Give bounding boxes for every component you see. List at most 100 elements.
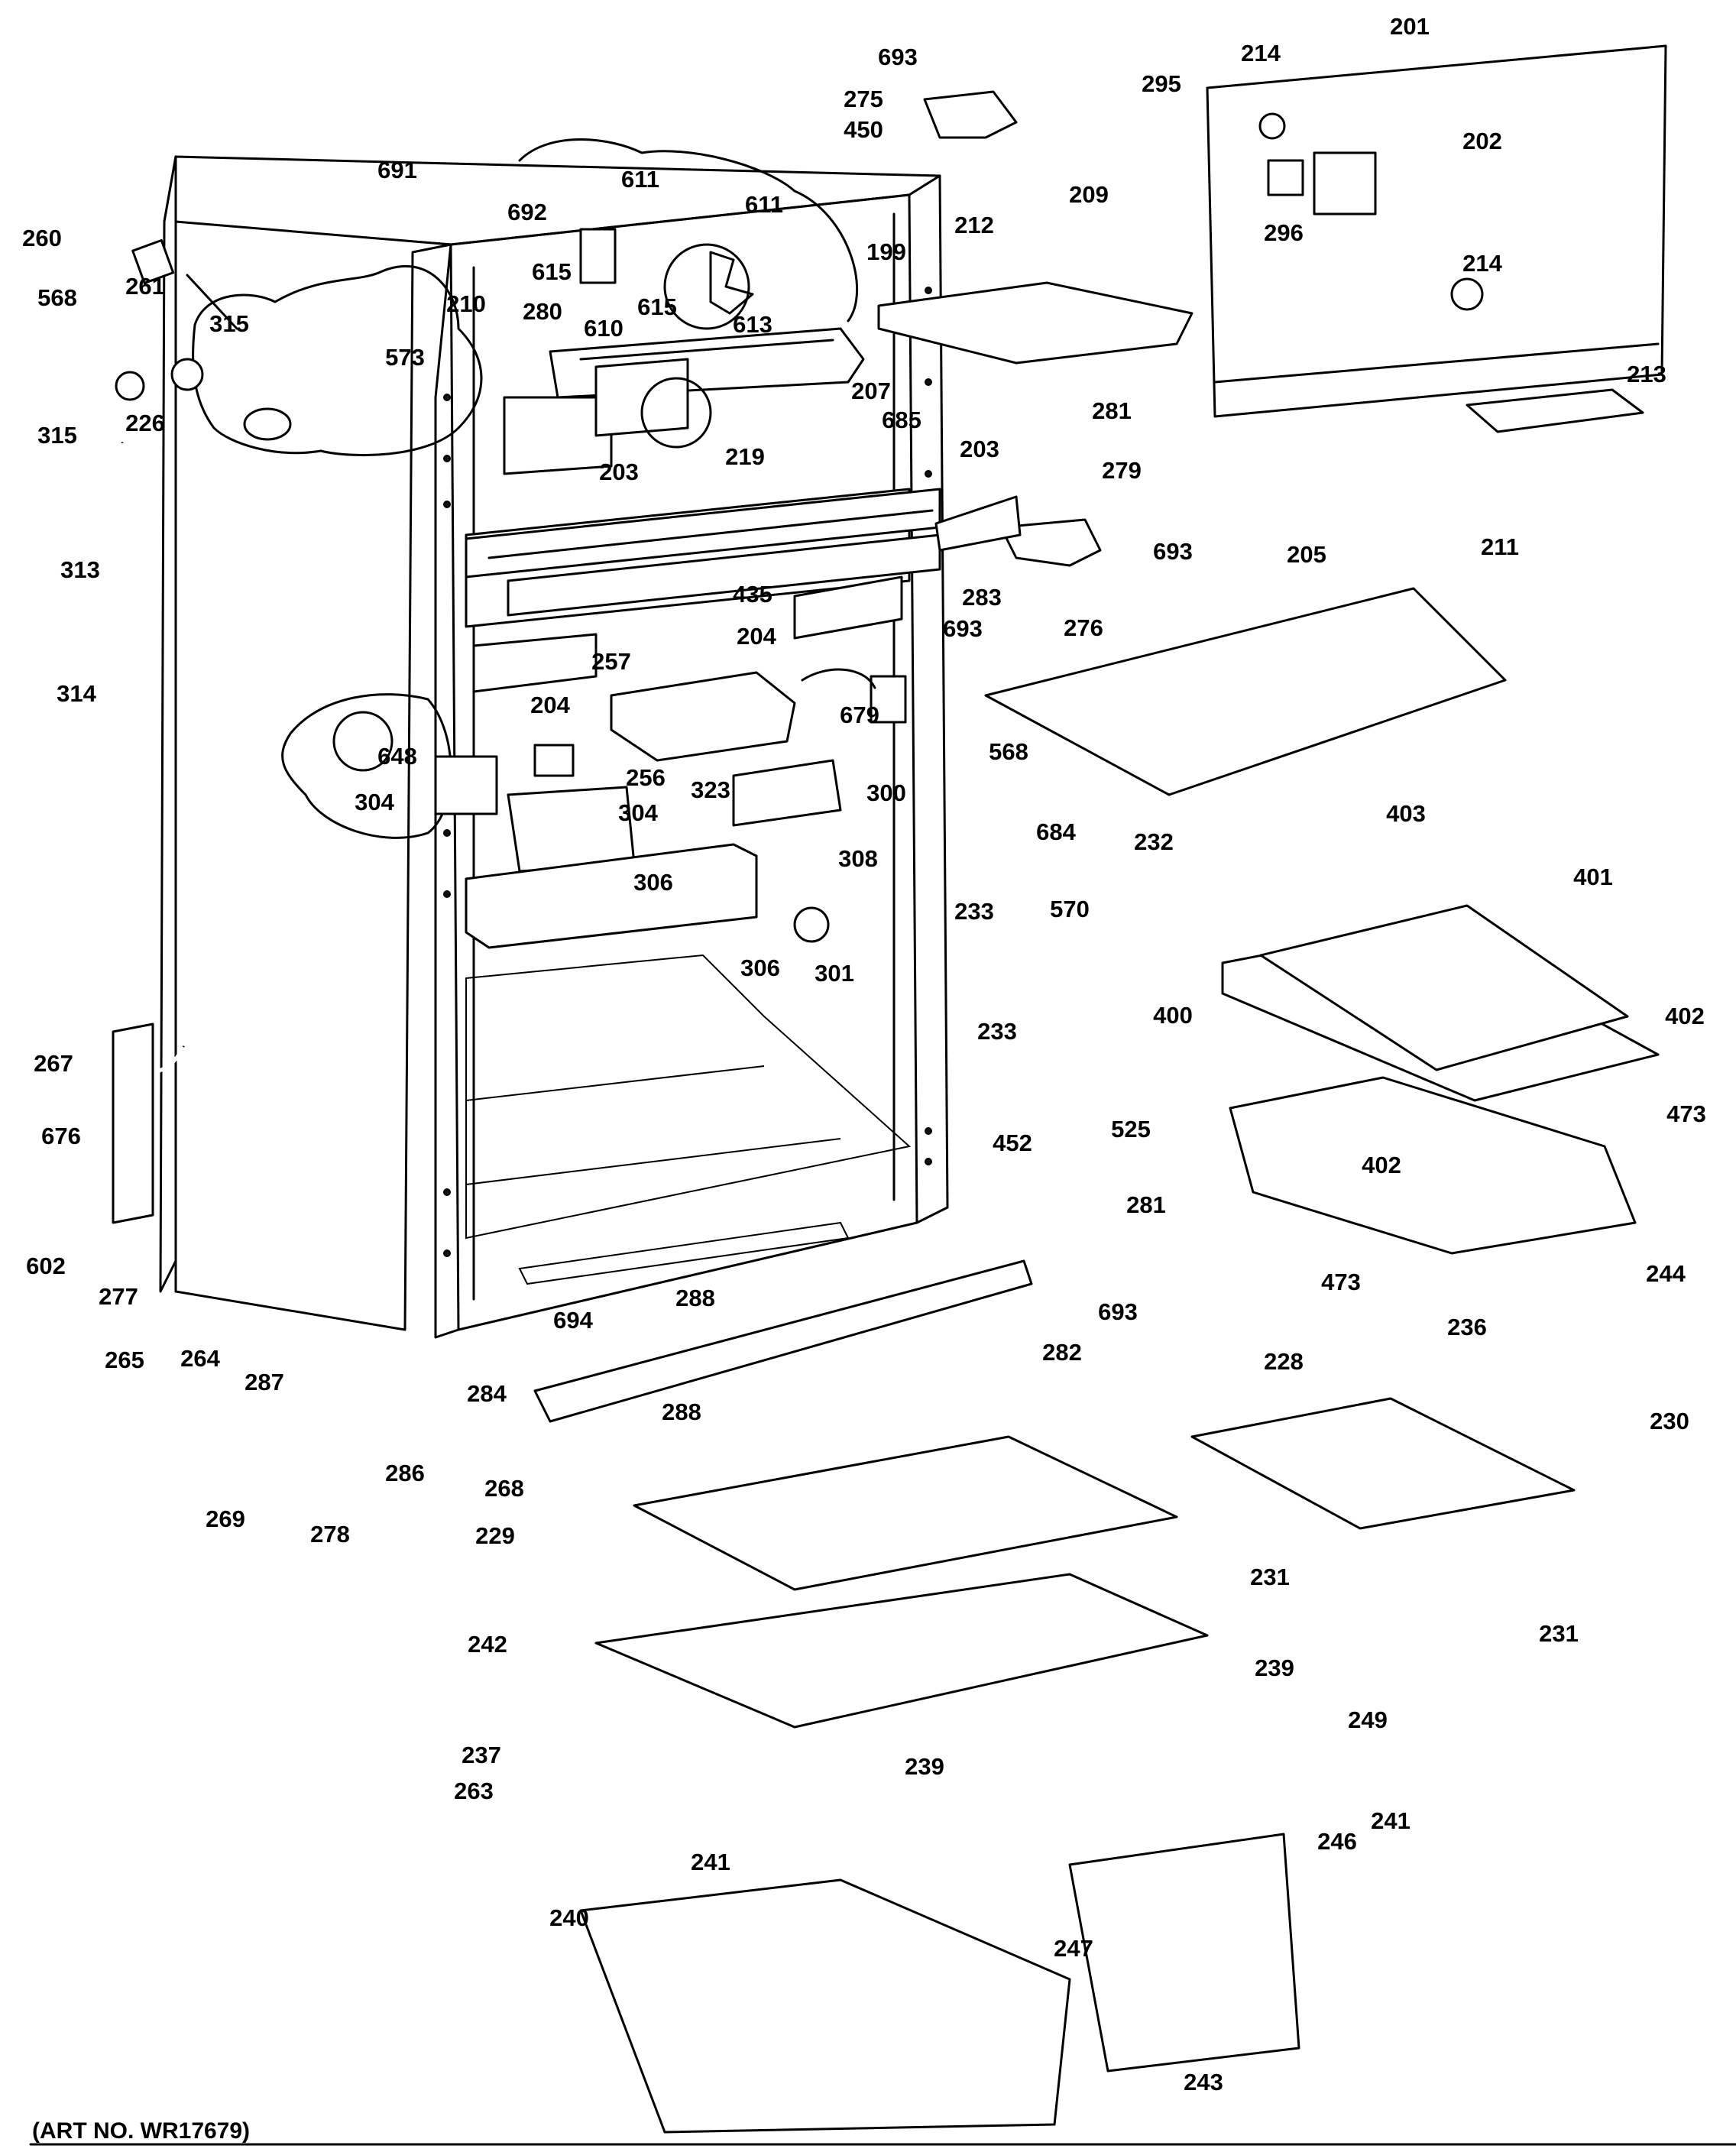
callout-label: 693 <box>1153 538 1193 565</box>
callout-label: 693 <box>1098 1298 1138 1325</box>
cabinet-body <box>159 155 949 1339</box>
callout-label: 276 <box>1064 614 1103 641</box>
callout-label: 268 <box>484 1475 524 1502</box>
callout-label: 679 <box>840 702 879 728</box>
bracket-204-left <box>472 633 598 693</box>
callout-label: 261 <box>125 273 165 300</box>
back-panel-piece <box>112 1023 154 1224</box>
callout-label: 201 <box>1390 13 1430 40</box>
callout-label: 308 <box>838 845 878 872</box>
callout-label: 648 <box>377 743 417 770</box>
callout-label: 313 <box>60 556 100 583</box>
callout-label: 267 <box>34 1050 73 1077</box>
callout-label: 691 <box>377 157 417 183</box>
cover-306 <box>465 843 758 949</box>
callout-label: 610 <box>584 315 623 342</box>
callout-label: 301 <box>815 960 854 987</box>
callout-label: 315 <box>209 310 249 337</box>
left-side-hardware <box>115 238 292 441</box>
callout-label: 692 <box>507 199 547 225</box>
callout-label: 573 <box>385 344 425 371</box>
callout-label: 402 <box>1362 1152 1401 1178</box>
callout-label: 306 <box>633 869 673 896</box>
callout-label: 241 <box>691 1849 730 1875</box>
callout-label: 236 <box>1447 1314 1487 1340</box>
callout-label: 212 <box>954 212 994 238</box>
callout-label: 450 <box>844 116 883 143</box>
callout-label: 275 <box>844 86 883 112</box>
callout-label: 214 <box>1241 40 1281 66</box>
callout-label: 287 <box>245 1369 284 1395</box>
callout-label: 257 <box>591 648 631 675</box>
callout-label: 402 <box>1665 1003 1705 1029</box>
callout-label: 213 <box>1627 361 1666 387</box>
defrost-timer-outline <box>281 693 452 839</box>
callout-label: 240 <box>549 1904 589 1931</box>
callout-label: 278 <box>310 1521 350 1548</box>
callout-label: 288 <box>675 1285 715 1311</box>
callout-label: 203 <box>599 459 639 485</box>
callout-label: 304 <box>618 799 658 826</box>
freezer-door-liner <box>1206 44 1667 418</box>
callout-label: 203 <box>960 436 999 462</box>
callout-label: 615 <box>532 258 572 285</box>
shelf-229 <box>633 1435 1178 1591</box>
callout-label: 306 <box>740 954 780 981</box>
callout-label: 693 <box>878 44 918 70</box>
callout-label: 211 <box>1481 533 1519 560</box>
callout-label: 199 <box>866 238 906 265</box>
hinge-276 <box>999 518 1102 567</box>
crisper-pan-240 <box>579 1878 1071 2134</box>
callout-label: 230 <box>1650 1408 1689 1434</box>
callout-label: 239 <box>905 1753 944 1780</box>
crisper-pan-243 <box>1068 1833 1300 2073</box>
callout-label: 615 <box>637 293 677 320</box>
callout-label: 229 <box>475 1522 515 1549</box>
frame-holes <box>443 287 932 1257</box>
glass-401 <box>1259 904 1629 1071</box>
callout-label: 237 <box>462 1742 501 1768</box>
callout-label: 676 <box>41 1123 81 1149</box>
cutaway-outline-top <box>518 138 859 322</box>
callout-label: 232 <box>1134 828 1174 855</box>
callout-label: 613 <box>733 311 772 338</box>
callout-label: 263 <box>454 1778 494 1804</box>
callout-label: 269 <box>206 1505 245 1532</box>
callout-label: 304 <box>355 789 394 815</box>
ice-tray <box>1466 388 1644 433</box>
drawer-236 <box>1229 1076 1637 1255</box>
callout-label: 401 <box>1573 864 1613 890</box>
freezer-shelf <box>877 281 1194 365</box>
kickplate-288 <box>533 1259 1033 1423</box>
callout-label: 473 <box>1666 1100 1706 1127</box>
callout-label: 265 <box>105 1347 144 1373</box>
callout-label: 246 <box>1317 1828 1357 1855</box>
callout-label: 210 <box>446 290 486 317</box>
callout-label: 205 <box>1287 541 1326 568</box>
callout-label: 281 <box>1126 1191 1166 1218</box>
callout-label: 247 <box>1054 1935 1093 1962</box>
callout-label: 249 <box>1348 1706 1388 1733</box>
callout-label: 525 <box>1111 1116 1151 1142</box>
hinge-275 <box>923 90 1018 139</box>
bracket-308 <box>732 759 842 827</box>
callout-label: 239 <box>1255 1655 1294 1681</box>
callout-label: 296 <box>1264 219 1304 246</box>
callout-label: 568 <box>989 738 1028 765</box>
callout-label: 684 <box>1036 818 1076 845</box>
light-socket <box>793 906 830 943</box>
callout-label: 256 <box>626 764 666 791</box>
callout-label: 279 <box>1102 457 1142 484</box>
callout-label: 233 <box>977 1018 1017 1045</box>
callout-label: 277 <box>99 1283 138 1310</box>
callout-label: 204 <box>530 692 570 718</box>
callout-label: 202 <box>1462 128 1502 154</box>
callout-label: 403 <box>1386 800 1426 827</box>
callout-label: 611 <box>745 191 783 218</box>
callout-label: 286 <box>385 1460 425 1486</box>
callout-label: 435 <box>733 581 772 608</box>
callout-label: 280 <box>523 298 562 325</box>
callout-label: 228 <box>1264 1348 1304 1375</box>
callout-label: 214 <box>1462 250 1502 277</box>
